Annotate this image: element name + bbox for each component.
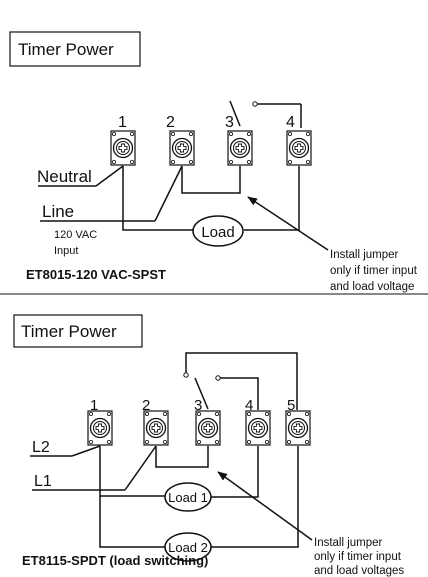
terminal-3 bbox=[195, 410, 221, 446]
terminal-label: 2 bbox=[166, 114, 175, 131]
wires-2 bbox=[30, 352, 313, 548]
l1-label: L1 bbox=[34, 473, 52, 490]
jumper-note-line: Install jumper bbox=[330, 249, 399, 261]
diagram-2: Timer Power bbox=[13, 314, 404, 577]
terminal-label: 4 bbox=[245, 397, 253, 414]
l2-label: L2 bbox=[32, 439, 50, 456]
jumper-note-line: Install jumper bbox=[314, 537, 383, 549]
timer-power-box-2 bbox=[13, 314, 143, 348]
terminal-label: 3 bbox=[194, 397, 202, 414]
terminal-label: 3 bbox=[225, 114, 234, 131]
vac-label: 120 VAC bbox=[54, 229, 97, 241]
load-label: Load bbox=[201, 224, 234, 241]
jumper-note-line: only if timer input bbox=[330, 265, 418, 277]
terminal-label: 1 bbox=[118, 114, 127, 131]
wires-1 bbox=[38, 100, 329, 251]
terminal-label: 5 bbox=[287, 397, 295, 414]
terminal-3 bbox=[227, 130, 253, 166]
timer-power-box-1 bbox=[9, 31, 141, 67]
terminal-2 bbox=[169, 130, 195, 166]
timer-power-title-1: Timer Power bbox=[18, 40, 114, 59]
load-2-ellipse bbox=[164, 532, 212, 562]
terminal-5 bbox=[285, 410, 311, 446]
terminal-1 bbox=[110, 130, 136, 166]
terminal-1 bbox=[87, 410, 113, 446]
model-label-2: ET8115-SPDT (load switching) bbox=[22, 553, 208, 568]
terminal-2 bbox=[143, 410, 169, 446]
model-label-1: ET8015-120 VAC-SPST bbox=[26, 267, 166, 282]
timer-power-title-2: Timer Power bbox=[21, 322, 117, 341]
jumper-note-line: only if timer input bbox=[314, 551, 402, 563]
terminal-4 bbox=[245, 410, 271, 446]
terminal-label: 1 bbox=[90, 397, 98, 414]
terminal-label: 4 bbox=[286, 114, 295, 131]
jumper-note-line: and load voltage bbox=[330, 281, 414, 293]
switch-contact-1 bbox=[252, 101, 258, 107]
switch-contact-nc bbox=[183, 372, 189, 378]
input-label: Input bbox=[54, 245, 78, 257]
load-1-ellipse bbox=[164, 482, 212, 512]
terminal-4 bbox=[286, 130, 312, 166]
line-label: Line bbox=[42, 202, 74, 221]
load-ellipse bbox=[192, 215, 244, 247]
switch-contact-no bbox=[215, 375, 221, 381]
neutral-label: Neutral bbox=[37, 167, 92, 186]
jumper-note-line: and load voltages bbox=[314, 565, 404, 577]
load-2-label: Load 2 bbox=[168, 540, 208, 555]
terminal-label: 2 bbox=[142, 397, 150, 414]
load-1-label: Load 1 bbox=[168, 490, 208, 505]
diagram-1: Timer Power 1 2 bbox=[9, 31, 418, 293]
